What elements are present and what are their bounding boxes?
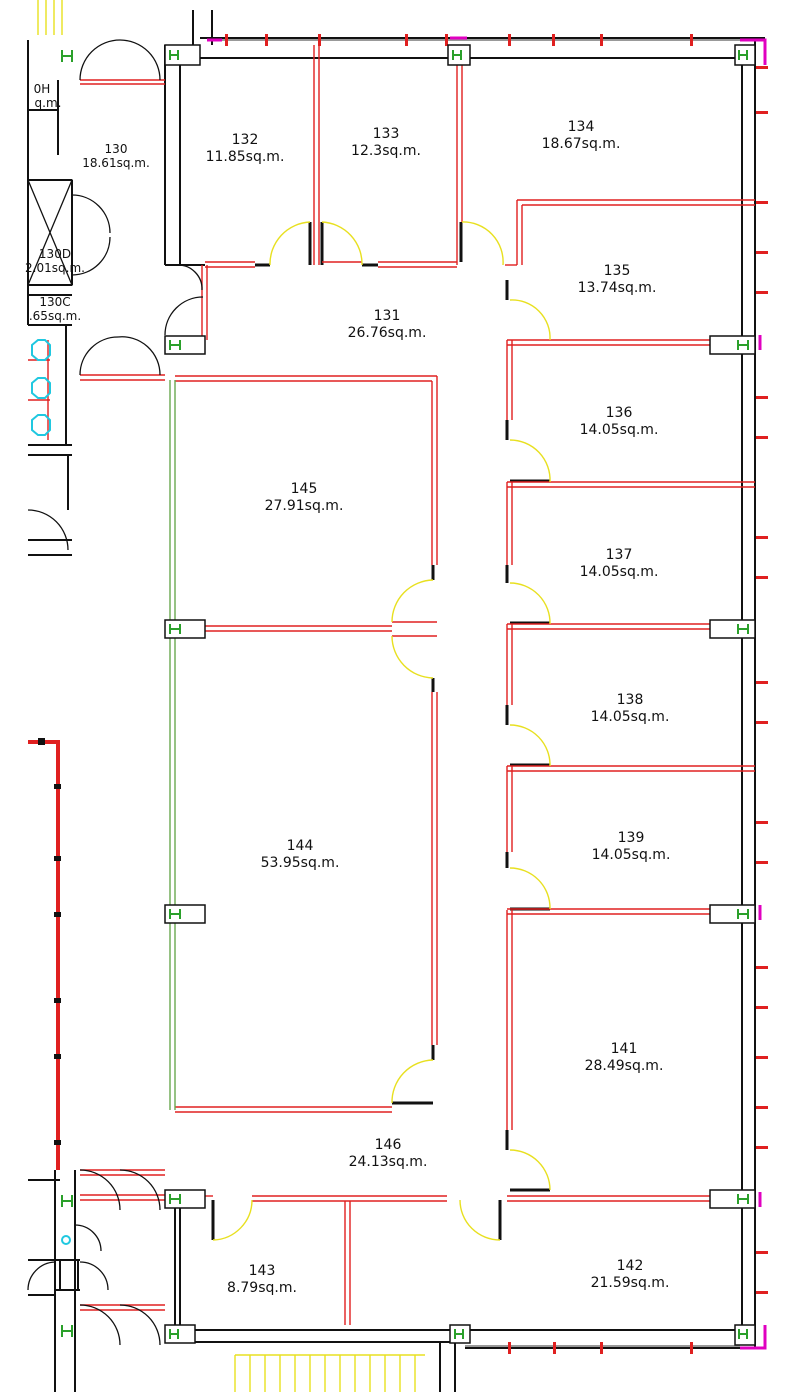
room-area: 13.74sq.m. <box>578 280 657 296</box>
outer-red-wall <box>28 740 60 1170</box>
room-area: q.m. <box>35 96 62 110</box>
column <box>164 1324 196 1344</box>
room-area: 14.05sq.m. <box>592 847 671 863</box>
room-number: 134 <box>568 119 595 135</box>
room-145-label: 145 27.91sq.m. <box>265 481 344 514</box>
room-area: 28.49sq.m. <box>585 1058 664 1074</box>
wall-stubs <box>211 222 550 1240</box>
column <box>709 619 756 639</box>
room-area: 14.05sq.m. <box>591 709 670 725</box>
room-139-label: 139 14.05sq.m. <box>592 830 671 863</box>
room-number: 142 <box>617 1258 644 1274</box>
room-146-label: 146 24.13sq.m. <box>349 1137 428 1170</box>
room-number: 138 <box>617 692 644 708</box>
room-area: 14.05sq.m. <box>580 564 659 580</box>
room-144-label: 144 53.95sq.m. <box>261 838 340 871</box>
room-137-label: 137 14.05sq.m. <box>580 547 659 580</box>
room-142-label: 142 21.59sq.m. <box>591 1258 670 1291</box>
room-130d-label: 130D 2.01sq.m. <box>25 247 85 275</box>
column <box>164 1189 206 1209</box>
room-number: 143 <box>249 1263 276 1279</box>
corner-markers <box>207 36 767 1350</box>
door-swings <box>212 221 551 1241</box>
room-131-label: 131 26.76sq.m. <box>348 308 427 341</box>
room-number: 145 <box>291 481 318 497</box>
room-141-label: 141 28.49sq.m. <box>585 1041 664 1074</box>
column <box>447 44 471 66</box>
room-area: 53.95sq.m. <box>261 855 340 871</box>
facade-glazing <box>215 39 740 1347</box>
room-130h-label: 0H q.m. <box>34 82 62 110</box>
fixtures <box>31 339 71 1245</box>
room-134-label: 134 18.67sq.m. <box>542 119 621 152</box>
partitions <box>28 45 755 1325</box>
room-number: 130 <box>105 142 128 156</box>
column <box>61 1195 73 1207</box>
column <box>164 335 206 355</box>
room-143-label: 143 8.79sq.m. <box>227 1263 297 1296</box>
room-133-label: 133 12.3sq.m. <box>351 126 421 159</box>
column <box>709 335 756 355</box>
room-number: 0H <box>34 82 51 96</box>
room-number: 139 <box>618 830 645 846</box>
room-area: 12.3sq.m. <box>351 143 421 159</box>
room-area: 18.67sq.m. <box>542 136 621 152</box>
room-135-label: 135 13.74sq.m. <box>578 263 657 296</box>
room-136-label: 136 14.05sq.m. <box>580 405 659 438</box>
column <box>449 1324 471 1344</box>
column <box>734 44 756 66</box>
column <box>61 50 73 62</box>
glazing <box>169 380 176 1110</box>
column <box>61 1325 73 1337</box>
room-number: 132 <box>232 132 259 148</box>
room-number: 133 <box>373 126 400 142</box>
outer-wall-ticks <box>38 738 61 1145</box>
room-area: 11.85sq.m. <box>206 149 285 165</box>
room-130c-label: 130C .65sq.m. <box>29 295 81 323</box>
columns <box>61 44 756 1346</box>
exterior-walls <box>27 10 765 1392</box>
column <box>709 1189 756 1209</box>
room-area: 27.91sq.m. <box>265 498 344 514</box>
room-area: 2.01sq.m. <box>25 261 85 275</box>
room-area: 18.61sq.m. <box>82 156 150 170</box>
room-area: .65sq.m. <box>29 309 81 323</box>
room-number: 135 <box>604 263 631 279</box>
room-138-label: 138 14.05sq.m. <box>591 692 670 725</box>
column <box>734 1324 756 1346</box>
door-swings-secondary <box>27 39 204 1346</box>
room-area: 21.59sq.m. <box>591 1275 670 1291</box>
column <box>164 619 206 639</box>
room-area: 8.79sq.m. <box>227 1280 297 1296</box>
room-labels: 130 18.61sq.m. 0H q.m. 130D 2.01sq.m. 13… <box>25 82 670 1296</box>
room-area: 14.05sq.m. <box>580 422 659 438</box>
stair <box>37 0 425 1392</box>
room-number: 137 <box>606 547 633 563</box>
column <box>164 904 206 924</box>
room-number: 130C <box>39 295 70 309</box>
room-area: 26.76sq.m. <box>348 325 427 341</box>
room-number: 144 <box>287 838 314 854</box>
room-number: 141 <box>611 1041 638 1057</box>
room-number: 136 <box>606 405 633 421</box>
room-number: 131 <box>374 308 401 324</box>
room-area: 24.13sq.m. <box>349 1154 428 1170</box>
room-130-label: 130 18.61sq.m. <box>82 142 150 170</box>
room-132-label: 132 11.85sq.m. <box>206 132 285 165</box>
facade-fins <box>225 34 768 1354</box>
column <box>709 904 756 924</box>
room-number: 146 <box>375 1137 402 1153</box>
room-number: 130D <box>39 247 71 261</box>
column <box>164 44 201 66</box>
